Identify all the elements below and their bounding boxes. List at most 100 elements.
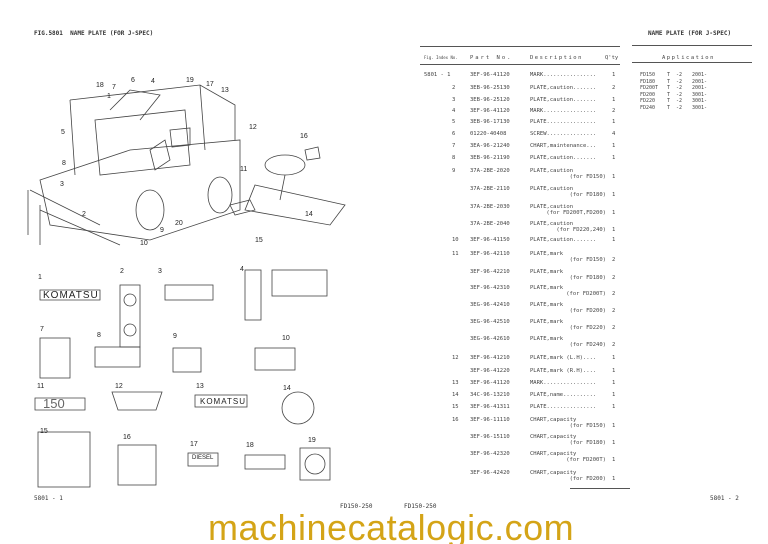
- header-application: Application: [662, 55, 715, 61]
- row-description: CHART,capacity: [530, 451, 577, 457]
- row-description-detail: (for FD180): [569, 440, 606, 446]
- plate-callout-number: 4: [240, 266, 244, 273]
- callout-number: 11: [240, 166, 248, 173]
- row-part-no: 3EF-96-41120: [470, 380, 510, 386]
- plate-callout-number: 7: [40, 326, 44, 333]
- row-description: CHART,capacity: [530, 470, 577, 476]
- row-qty: 1: [612, 476, 616, 482]
- row-qty: 1: [612, 368, 616, 374]
- left-footer-model: FD150-250: [340, 503, 373, 510]
- application-model: FD150: [640, 72, 656, 78]
- row-qty: 2: [612, 85, 616, 91]
- row-qty: 1: [612, 380, 616, 386]
- row-qty: 2: [612, 308, 616, 314]
- application-model: FD240: [640, 104, 656, 111]
- row-part-no: 3EB-96-25120: [470, 97, 510, 103]
- application-type: T -2: [667, 104, 683, 111]
- table-rule-header: [420, 64, 620, 65]
- row-qty: 1: [612, 355, 616, 361]
- header-index: Fig. Index No.: [424, 55, 458, 60]
- callout-number: 7: [112, 84, 116, 91]
- row-description: PLATE,caution.......: [530, 97, 597, 103]
- plate-callout-number: 14: [283, 385, 291, 392]
- row-description: PLATE,mark: [530, 251, 564, 257]
- row-part-no: 3EF-96-42110: [470, 251, 510, 257]
- callout-number: 9: [160, 227, 164, 234]
- row-description: CHART,capacity: [530, 434, 577, 440]
- application-type: T -2: [667, 85, 683, 91]
- row-qty: 1: [612, 143, 616, 149]
- row-part-no: 3EF-96-15110: [470, 434, 510, 440]
- row-part-no: 37A-2BE-2020: [470, 168, 510, 174]
- row-part-no: 3EF-96-41210: [470, 355, 510, 361]
- row-part-no: 3EF-96-41120: [470, 108, 510, 114]
- row-qty: 1: [612, 72, 616, 78]
- row-description: PLATE,mark: [530, 336, 564, 342]
- row-part-no: 01220-40408: [470, 131, 507, 137]
- callout-number: 1: [107, 93, 111, 100]
- row-part-no: 3EA-96-21240: [470, 143, 510, 149]
- row-description-detail: (for FD200T,FD200): [546, 210, 606, 216]
- row-description-detail: (for FD180): [569, 275, 606, 281]
- callout-number: 4: [151, 78, 155, 85]
- komatsu-plate-text-2: KOMATSU: [200, 397, 246, 406]
- row-part-no: 3EF-96-42420: [470, 470, 510, 476]
- plate-callout-number: 3: [158, 268, 162, 275]
- row-qty: 2: [612, 257, 616, 263]
- forklift-exploded-drawing: [27, 84, 346, 488]
- row-description: PLATE...............: [530, 119, 597, 125]
- row-part-no: 3EG-96-42610: [470, 336, 510, 342]
- table-rule-top: [420, 46, 620, 47]
- row-qty: 1: [612, 119, 616, 125]
- row-part-no: 3EF-96-41220: [470, 368, 510, 374]
- row-part-no: 37A-2BE-2040: [470, 221, 510, 227]
- row-part-no: 3EF-96-42210: [470, 269, 510, 275]
- row-part-no: 3EF-96-42320: [470, 451, 510, 457]
- row-part-no: 3EG-96-42410: [470, 302, 510, 308]
- row-description-detail: (for FD200): [569, 308, 606, 314]
- callout-number: 3: [60, 181, 64, 188]
- left-page-number: 5801 - 1: [34, 495, 63, 502]
- right-page-number: 5801 - 2: [710, 495, 739, 502]
- header-description: Description: [530, 55, 583, 61]
- table-rule-end: [570, 488, 630, 489]
- row-index: 2: [452, 85, 456, 91]
- diesel-plate-text: DIESEL: [192, 455, 214, 461]
- application-serial: 3001-: [692, 104, 708, 111]
- application-serial: 3001-: [692, 91, 708, 98]
- row-description: PLATE,mark: [530, 302, 564, 308]
- row-qty: 2: [612, 342, 616, 348]
- watermark: machinecatalogic.com: [208, 507, 575, 544]
- row-description-detail: (for FD180): [569, 192, 606, 198]
- callout-number: 17: [206, 81, 214, 88]
- row-index: 5801 - 1: [424, 72, 451, 78]
- komatsu-plate-text: KOMATSU: [43, 290, 99, 301]
- plates-illustration: [34, 269, 331, 488]
- application-serial: 3001-: [692, 98, 708, 104]
- row-qty: 1: [612, 404, 616, 410]
- forklift-illustration: [27, 84, 241, 246]
- row-qty: 1: [612, 155, 616, 161]
- application-model: FD180: [640, 78, 656, 85]
- plate-callout-number: 11: [37, 383, 45, 390]
- row-description-detail: (for FD240): [569, 342, 606, 348]
- application-type: T -2: [667, 72, 683, 78]
- row-index: 11: [452, 251, 459, 257]
- row-description-detail: (for FD200T): [566, 291, 606, 297]
- row-qty: 1: [612, 457, 616, 463]
- row-qty: 1: [612, 392, 616, 398]
- callout-number: 10: [140, 240, 148, 247]
- plate-callout-number: 13: [196, 383, 204, 390]
- row-description: MARK................: [530, 72, 597, 78]
- row-index: 7: [452, 143, 456, 149]
- plate-callout-number: 17: [190, 441, 198, 448]
- row-index: 4: [452, 108, 456, 114]
- row-qty: 2: [612, 325, 616, 331]
- row-qty: 1: [612, 423, 616, 429]
- row-part-no: 37A-2BE-2110: [470, 186, 510, 192]
- callout-number: 18: [96, 82, 104, 89]
- row-index: 5: [452, 119, 456, 125]
- row-index: 10: [452, 237, 459, 243]
- row-description: MARK................: [530, 108, 597, 114]
